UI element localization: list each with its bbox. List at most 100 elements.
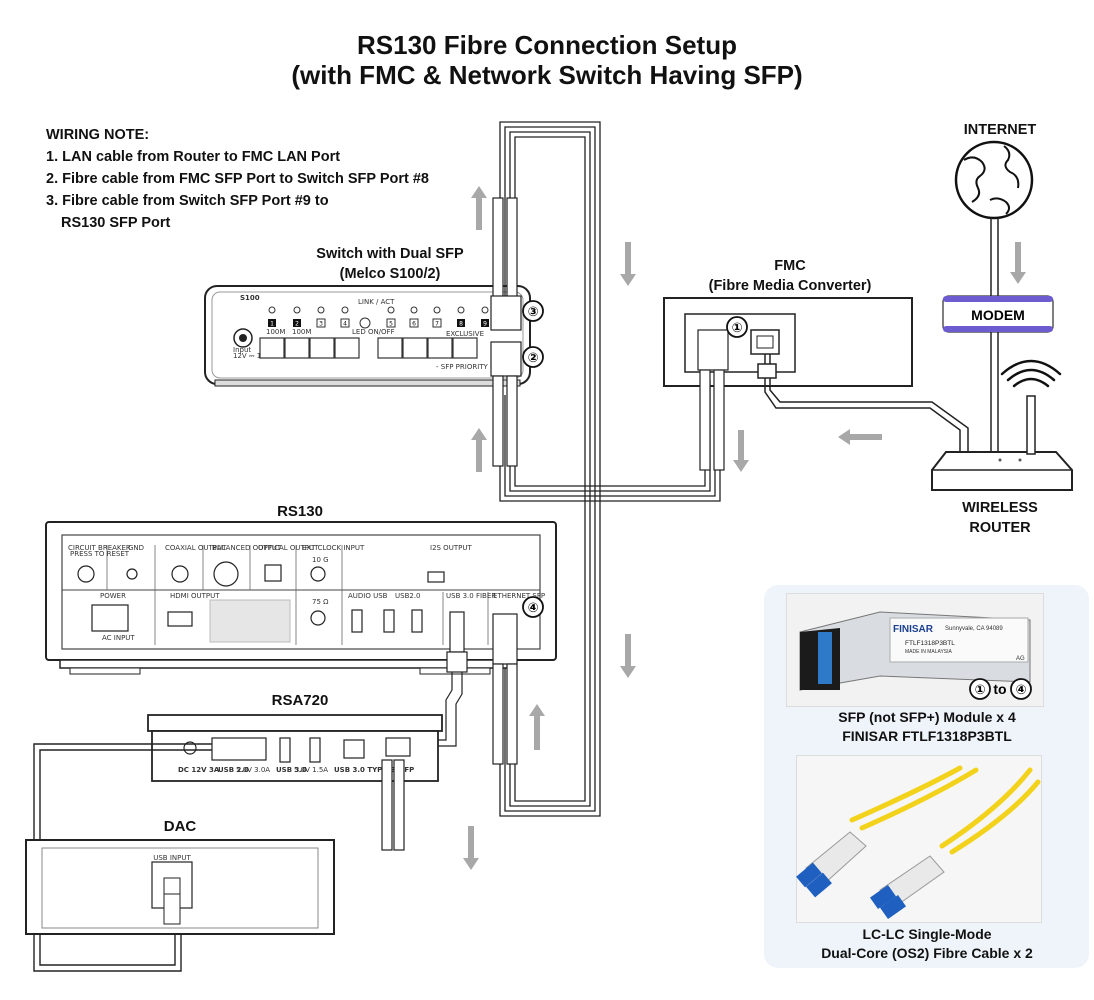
badge-1: ① [731,321,742,336]
switch-port-number: 6 [412,321,416,328]
switch-port-number: 3 [319,321,323,328]
badge-4: ④ [527,601,538,616]
fibre-cable-photo [796,755,1042,923]
switch-sfp-priority: - SFP PRIORITY - [436,363,493,371]
wiring-note-heading: WIRING NOTE: [46,127,150,143]
dac-usb-input: USB INPUT [153,854,191,862]
rs130-ac-input: AC INPUT [102,634,135,642]
sfp-location: Sunnyvale, CA 94089 [945,626,1003,632]
rs130-section-label: OPTICAL OUTPUT [258,544,319,552]
range-start: ① [974,683,985,698]
wifi-icon [1000,359,1062,388]
modem-device: MODEM [942,295,1054,333]
globe-icon [954,140,1034,220]
range-to: to [993,681,1006,697]
rs130-section-label: COAXIAL OUTPUT [165,544,227,552]
switch-speed-b: 100M [292,328,311,336]
sfp-caption: SFP (not SFP+) Module x 4 FINISAR FTLF13… [770,708,1084,746]
switch-label: Switch with Dual SFP (Melco S100/2) [300,244,480,284]
rs130-clock-b: 75 Ω [312,598,329,606]
rs130-label: RS130 [277,503,323,520]
switch-led-label: LED ON/OFF [352,328,395,336]
rsa720-usb20: USB 2.0 [218,766,249,774]
cable-caption-line1: LC-LC Single-Mode [862,926,992,942]
fibre-cable-switch-to-rs130 [499,121,601,817]
sfp-caption-line1: SFP (not SFP+) Module x 4 [838,709,1016,725]
rs130-section-label: HDMI OUTPUT [170,592,220,600]
badge-2: ② [527,351,538,366]
router-label-line2: ROUTER [969,520,1031,536]
wiring-note-line: RS130 SFP Port [61,215,171,231]
rsa720-usb30-spec: 5.0V 1.5A [294,766,328,774]
sfp-made-in: MADE IN MALAYSIA [905,649,953,655]
rs130-section-label: POWER [100,592,126,600]
rsa720-dc: DC 12V 3A [178,766,220,774]
wiring-note: WIRING NOTE: 1. LAN cable from Router to… [46,124,429,234]
flow-arrows [463,186,1026,870]
sfp-part: FTLF1318P3BTL [905,640,955,647]
switch-port-number: 2 [295,321,299,328]
rs130-device: CIRCUIT BREAKER GND COAXIAL OUTPUT BALAN… [45,521,557,675]
sfp-caption-line2: FINISAR FTLF1318P3BTL [842,728,1012,744]
cable-caption: LC-LC Single-Mode Dual-Core (OS2) Fibre … [770,925,1084,963]
switch-label-line1: Switch with Dual SFP [316,246,464,262]
wiring-note-line: 1. LAN cable from Router to FMC LAN Port [46,149,341,165]
dac-device: USB INPUT [25,839,335,935]
wiring-note-line: 2. Fibre cable from FMC SFP Port to Swit… [46,171,429,187]
rsa720-device: DC 12V 3A USB 2.0 5.0V 3.0A USB 3.0 5.0V… [147,714,443,851]
usb-cable [33,743,212,972]
switch-port-number: 1 [270,321,274,328]
switch-port-number: 5 [389,321,393,328]
rs130-section-label: BALANCED OUTPUT [212,544,282,552]
rs130-section-label: CIRCUIT BREAKER [68,544,131,552]
internet-modem-cable [990,218,999,452]
fibre-cable-fmc-to-switch [499,380,721,502]
rs130-section-label: USB 3.0 FIBER [446,592,496,600]
lan-cable [757,354,969,452]
rs130-press-reset: PRESS TO RESET [70,550,130,558]
switch-input-label: Input [233,346,251,354]
switch-model: S100 [240,294,260,302]
rs130-section-label: GND [128,544,144,552]
sfp-brand: FINISAR [893,624,934,635]
rs130-section-label: I2S OUTPUT [430,544,472,552]
rs130-section-label: AUDIO USB [348,592,388,600]
switch-label-line2: (Melco S100/2) [339,266,441,282]
rs130-section-label: ETHERNET SFP [493,592,545,600]
cable-caption-line2: Dual-Core (OS2) Fibre Cable x 2 [821,945,1033,961]
switch-port-number: 8 [459,321,463,328]
network-switch: S100 LINK / ACT LED ON/OFF EXCLUSIVE - S… [204,285,531,387]
router-device [931,359,1073,491]
internet-label: INTERNET [963,122,1037,138]
diagram-title: RS130 Fibre Connection Setup [357,30,737,60]
sfp-grade: AG [1016,656,1025,662]
rsa720-usb30: USB 3.0 [276,766,307,774]
switch-port-number: 7 [435,321,439,328]
port-badges: ① ② ③ ④ [522,300,748,618]
fmc-label: FMC (Fibre Media Converter) [690,256,890,296]
rsa720-label: RSA720 [271,692,329,709]
rs130-section-label: EXT CLOCK INPUT [302,544,365,552]
switch-port-number: 4 [343,321,347,328]
diagram-subtitle: (with FMC & Network Switch Having SFP) [291,60,803,90]
router-label: WIRELESS ROUTER [950,498,1050,538]
fmc-label-line1: FMC [774,258,806,274]
switch-exclusive: EXCLUSIVE [446,330,484,338]
router-label-line1: WIRELESS [962,500,1038,516]
dac-label: DAC [163,818,197,835]
switch-link-act: LINK / ACT [358,298,395,306]
rsa720-usb20-spec: 5.0V 3.0A [236,766,270,774]
rsa720-usb30b: USB 3.0 TYPE-B [334,766,395,774]
modem-label: MODEM [971,307,1025,323]
switch-input-spec: 12V ⎓ 1.5A [233,352,273,360]
badge-3: ③ [527,305,538,320]
switch-port-number: 9 [483,321,487,328]
fibre-cable-illustration [796,765,1041,920]
rs130-clock-a: 10 G [312,556,329,564]
sfp-module-illustration: FINISAR Sunnyvale, CA 94089 FTLF1318P3BT… [799,611,1032,700]
range-end: ④ [1015,683,1026,698]
rs130-section-label: USB2.0 [395,592,421,600]
switch-speed-a: 100M [266,328,285,336]
wiring-note-line: 3. Fibre cable from Switch SFP Port #9 t… [46,193,329,209]
